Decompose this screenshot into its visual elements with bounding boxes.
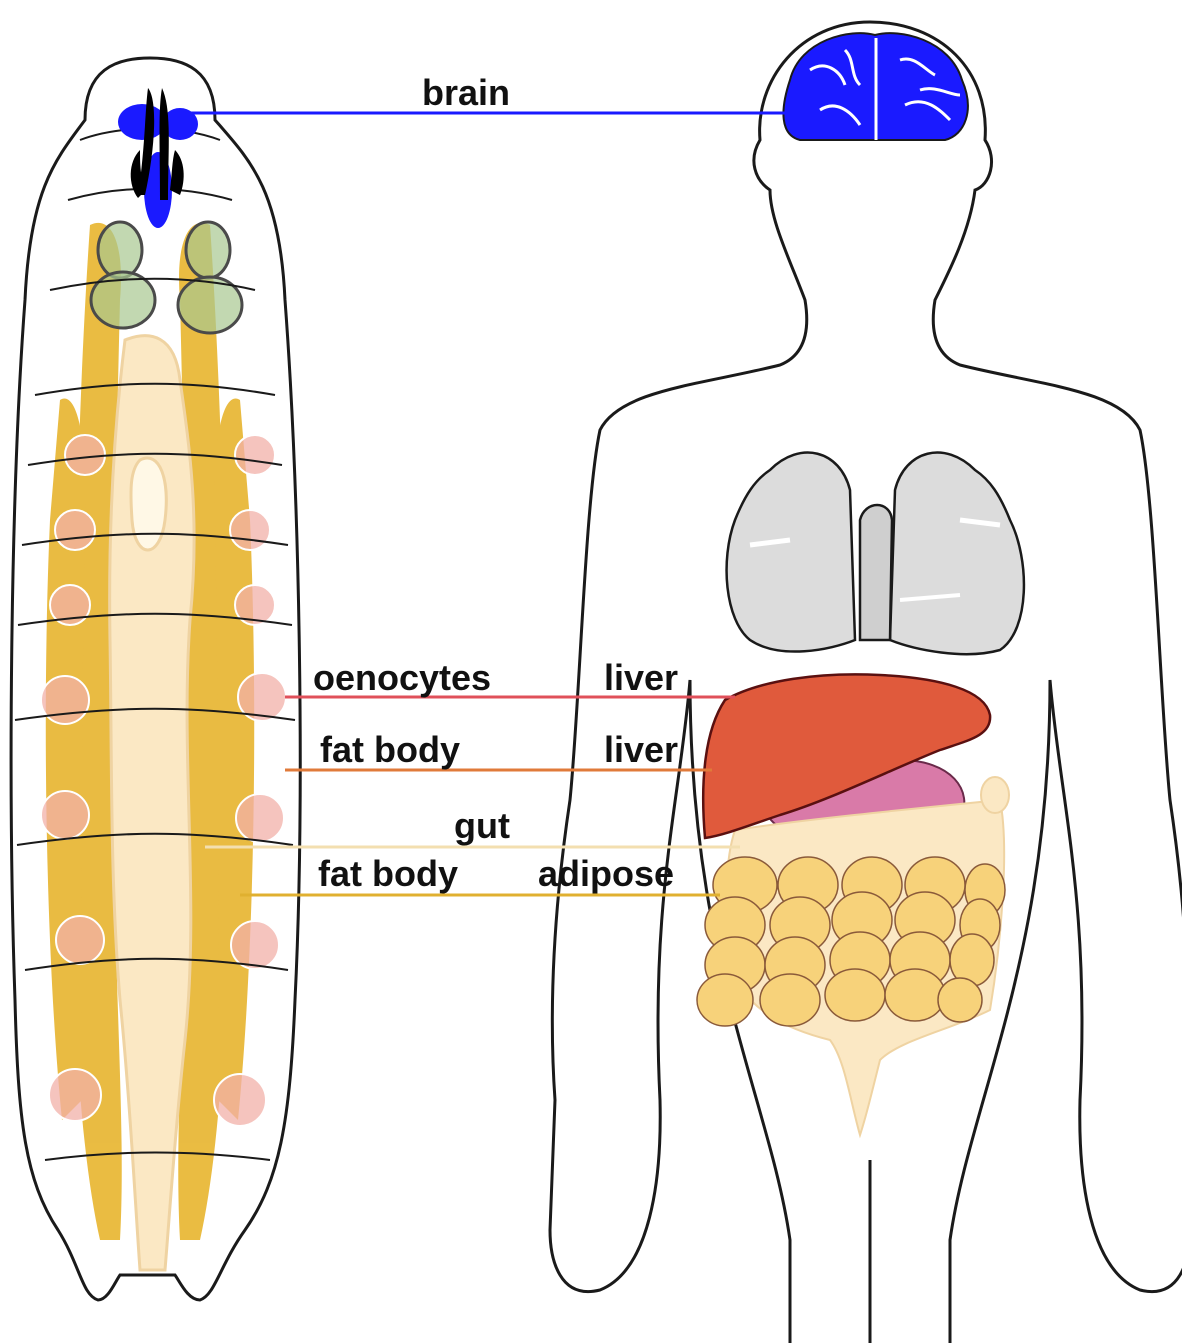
label-liver-2: liver: [604, 729, 678, 770]
human-brain: [783, 33, 967, 140]
label-brain: brain: [422, 72, 510, 113]
label-fat-body-2: fat body: [318, 853, 458, 894]
label-adipose: adipose: [538, 853, 674, 894]
label-oenocytes: oenocytes: [313, 657, 491, 698]
label-fat-body-1: fat body: [320, 729, 460, 770]
human-adipose: [697, 857, 1005, 1026]
larva: [11, 58, 300, 1300]
label-gut: gut: [454, 805, 510, 846]
label-liver-1: liver: [604, 657, 678, 698]
